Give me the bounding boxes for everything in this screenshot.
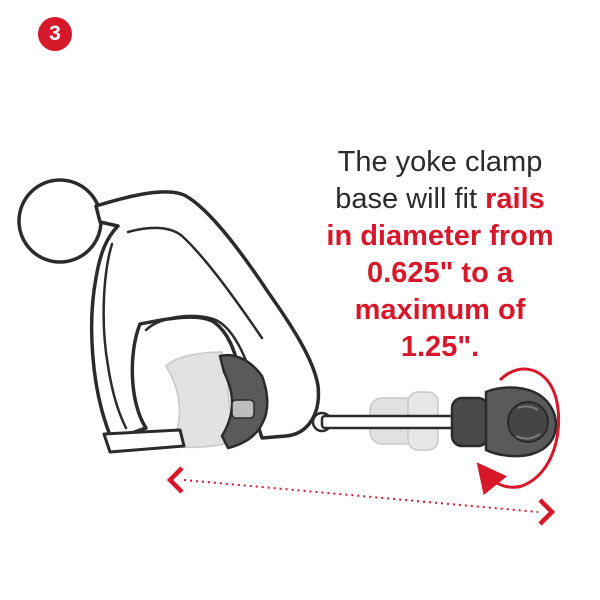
step-number-badge: 3 bbox=[38, 17, 72, 51]
rotation-arrow-icon bbox=[476, 367, 561, 496]
ball-icon bbox=[17, 178, 103, 264]
jaw-pad-icon bbox=[231, 399, 255, 419]
ghost-jaw-icon bbox=[165, 351, 233, 449]
yoke-arm-edge-icon bbox=[126, 226, 264, 340]
caption-line-3: in diameter from bbox=[326, 220, 554, 252]
jaw-lip-icon bbox=[102, 428, 186, 454]
caption-line-5: maximum of bbox=[354, 294, 526, 326]
caption-line-1: The yoke clamp bbox=[337, 146, 543, 178]
caption-line-2: base will fit rails bbox=[296, 181, 584, 218]
caption-line-2-plain: base will fit bbox=[335, 183, 486, 215]
threaded-rod-icon bbox=[320, 414, 464, 430]
knob-icon bbox=[450, 386, 558, 458]
caption-line-4: 0.625" to a bbox=[367, 257, 513, 289]
yoke-inner-edge-icon bbox=[102, 242, 128, 430]
caption-line-6: 1.25". bbox=[400, 331, 480, 363]
range-arrow-icon bbox=[166, 466, 556, 526]
caption-highlight-rails: rails bbox=[485, 183, 545, 215]
instruction-caption: The yoke clamp base will fit rails in di… bbox=[296, 144, 584, 366]
